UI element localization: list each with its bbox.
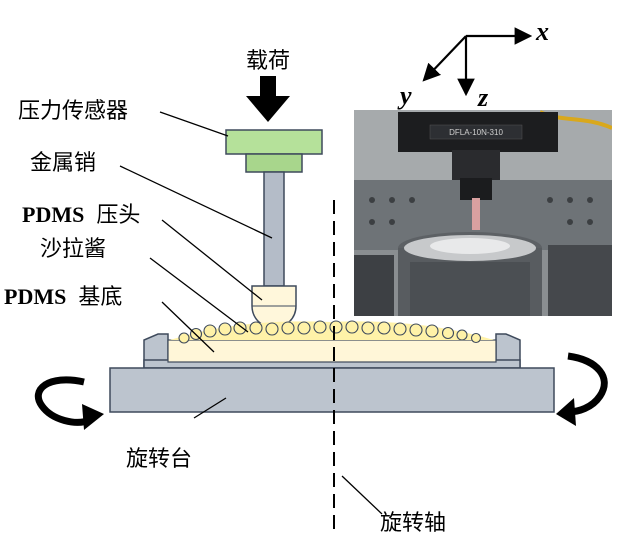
rotation-arrow-left: [34, 376, 104, 430]
photo-device-label: DFLA-10N-310: [449, 128, 503, 137]
x-axis-label: x: [535, 17, 549, 46]
leader-lines: [119, 111, 383, 515]
z-axis-label: z: [477, 83, 489, 112]
y-axis-label: y: [397, 81, 412, 110]
pdms-indenter-label-cn: 压头: [96, 203, 140, 228]
pdms-substrate-label-cn: 基底: [78, 285, 122, 310]
y-axis-arrow: [422, 35, 467, 82]
force-sensor: [225, 129, 323, 173]
pdms-indenter-label: PDMS 压头: [22, 202, 140, 228]
pdms-substrate: [167, 339, 497, 363]
rotation-axis-label: 旋转轴: [380, 511, 446, 536]
metal-pin-label: 金属销: [30, 151, 96, 176]
rotation-arrow-right: [556, 352, 608, 426]
pdms-substrate-label-latin: PDMS: [4, 284, 66, 309]
salad-sauce-label: 沙拉酱: [40, 237, 106, 262]
coordinate-axes: [422, 27, 533, 97]
apparatus-photo: DFLA-10N-310: [354, 110, 612, 316]
rotary-table-label: 旋转台: [126, 447, 192, 472]
pdms-substrate-label: PDMS 基底: [4, 284, 122, 310]
pdms-indenter-label-latin: PDMS: [22, 202, 84, 227]
load-arrow: [246, 76, 290, 122]
salad-sauce-layer: [170, 320, 494, 344]
force-sensor-label: 压力传感器: [18, 99, 128, 124]
rotary-table: [109, 367, 555, 413]
load-label: 载荷: [246, 49, 290, 74]
metal-pin: [263, 171, 285, 287]
